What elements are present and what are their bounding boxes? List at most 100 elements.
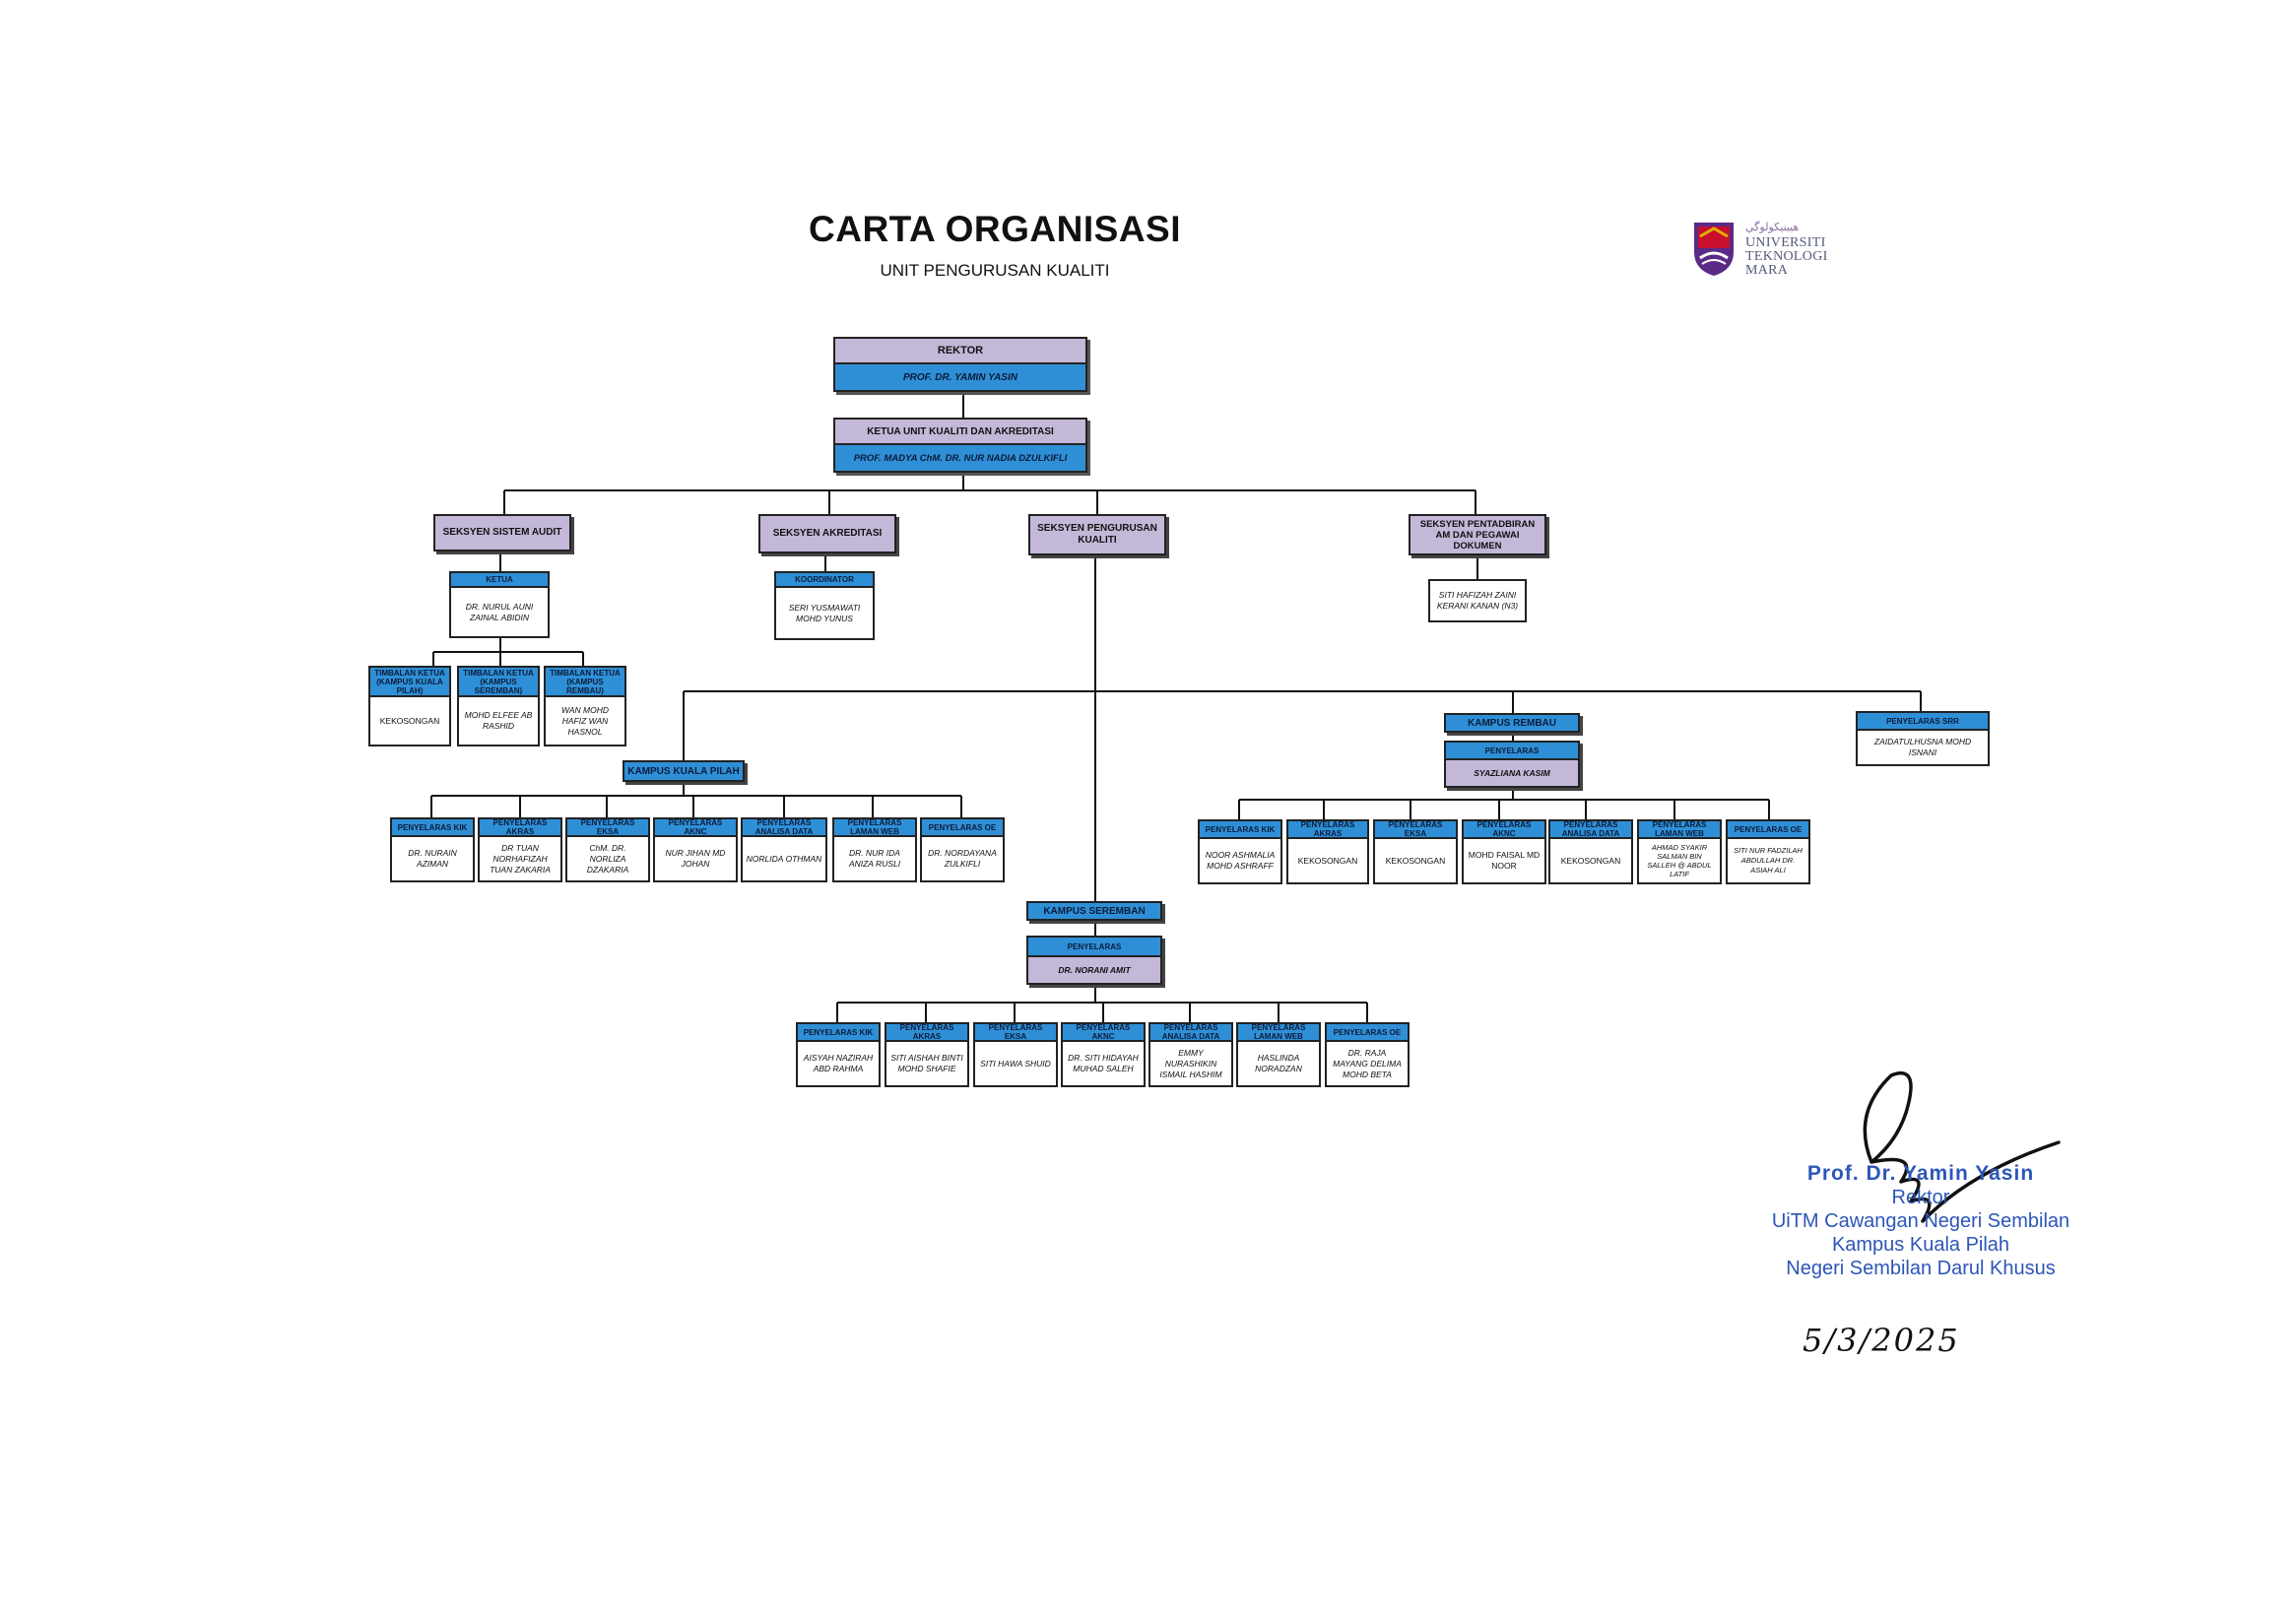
sb-coordinator-analisa-data: PENYELARAS ANALISA DATA EMMY NURASHIKIN …	[1148, 1022, 1233, 1087]
role-header: KOORDINATOR	[776, 573, 873, 588]
role-header: PENYELARAS	[1446, 743, 1578, 760]
person-name: DR. RAJA MAYANG DELIMA MOHD BETA	[1333, 1047, 1402, 1079]
role-header: PENYELARAS AKRAS	[1288, 821, 1367, 839]
campus-rembau: KAMPUS REMBAU	[1444, 713, 1580, 733]
person-name: DR TUAN NORHAFIZAH TUAN ZAKARIA	[490, 842, 551, 875]
logo-line: UNIVERSITI	[1745, 235, 1826, 250]
seremban-penyelaras-box: PENYELARAS DR. NORANI AMIT	[1026, 936, 1162, 985]
role-header: PENYELARAS AKRAS	[480, 819, 560, 837]
sb-coordinator-oe: PENYELARAS OE DR. RAJA MAYANG DELIMA MOH…	[1325, 1022, 1410, 1087]
audit-timbalan-kuala-pilah: TIMBALAN KETUA (KAMPUS KUALA PILAH) KEKO…	[368, 666, 451, 746]
logo-text: UNIVERSITI TEKNOLOGI MARA	[1745, 236, 1828, 278]
role-header: PENYELARAS OE	[1728, 821, 1808, 839]
sb-coordinator-laman-web: PENYELARAS LAMAN WEB HASLINDA NORADZAN	[1236, 1022, 1321, 1087]
kp-coordinator-analisa-data: PENYELARAS ANALISA DATA NORLIDA OTHMAN	[741, 817, 827, 882]
kp-coordinator-oe: PENYELARAS OE DR. NORDAYANA ZULKIFLI	[920, 817, 1005, 882]
role-header: PENYELARAS EKSA	[1375, 821, 1456, 839]
audit-ketua-box: KETUA DR. NURUL AUNI ZAINAL ABIDIN	[449, 571, 550, 638]
person-name: ZAIDATULHUSNA MOHD ISNANI	[1873, 737, 1972, 757]
person-name: SYAZLIANA KASIM	[1446, 760, 1578, 786]
person-name: AHMAD SYAKIR SALMAN BIN SALLEH @ ABDUL L…	[1647, 843, 1712, 878]
sb-coordinator-aknc: PENYELARAS AKNC DR. SITI HIDAYAH MUHAD S…	[1061, 1022, 1146, 1087]
role-header: PENYELARAS LAMAN WEB	[1639, 821, 1720, 839]
signature-block: Prof. Dr. Yamin Yasin Rektor UiTM Cawang…	[1655, 1162, 2187, 1280]
signatory-line: Negeri Sembilan Darul Khusus	[1786, 1258, 2056, 1279]
role-header: PENYELARAS KIK	[1200, 821, 1280, 839]
campus-seremban: KAMPUS SEREMBAN	[1026, 901, 1162, 921]
srr-coordinator-box: PENYELARAS SRR ZAIDATULHUSNA MOHD ISNANI	[1856, 711, 1990, 766]
role-header: PENYELARAS OE	[1327, 1024, 1408, 1042]
signatory-line: UiTM Cawangan Negeri Sembilan	[1771, 1210, 2070, 1232]
person-name: SITI AISHAH BINTI MOHD SHAFIE	[890, 1053, 963, 1073]
person-name: DR. NURAIN AZIMAN	[408, 848, 457, 869]
akreditasi-koordinator-box: KOORDINATOR SERI YUSMAWATI MOHD YUNUS	[774, 571, 875, 640]
person-name: SITI HAWA SHUID	[980, 1058, 1051, 1069]
signature-date: 5/3/2025	[1803, 1322, 1960, 1359]
sb-coordinator-akras: PENYELARAS AKRAS SITI AISHAH BINTI MOHD …	[885, 1022, 969, 1087]
person-name: DR. SITI HIDAYAH MUHAD SALEH	[1068, 1053, 1139, 1073]
person-name: AISYAH NAZIRAH ABD RAHMA	[803, 1053, 874, 1073]
person-name: DR. NORDAYANA ZULKIFLI	[928, 848, 997, 869]
uitm-logo: ﮬﯿﻴﻨﯿﮑﻮﻟﻮﮔﻲ UNIVERSITI TEKNOLOGI MARA	[1690, 217, 1848, 286]
rembau-coordinator-eksa: PENYELARAS EKSA KEKOSONGAN	[1373, 819, 1458, 884]
role-header: PENYELARAS SRR	[1858, 713, 1988, 731]
person-name: NOOR ASHMALIA MOHD ASHRAFF	[1205, 850, 1276, 871]
sb-coordinator-eksa: PENYELARAS EKSA SITI HAWA SHUID	[973, 1022, 1058, 1087]
logo-line: TEKNOLOGI	[1745, 249, 1828, 264]
role-header: PENYELARAS AKRAS	[886, 1024, 967, 1042]
person-name: SITI NUR FADZILAH ABDULLAH DR. ASIAH ALI	[1734, 846, 1803, 875]
section-pentadbiran: SEKSYEN PENTADBIRAN AM DAN PEGAWAI DOKUM…	[1409, 514, 1546, 555]
person-name: EMMY NURASHIKIN ISMAIL HASHIM	[1159, 1047, 1222, 1079]
sb-coordinator-kik: PENYELARAS KIK AISYAH NAZIRAH ABD RAHMA	[796, 1022, 881, 1087]
person-name: NUR JIHAN MD JOHAN	[665, 848, 726, 869]
person-name: MOHD ELFEE AB RASHID	[464, 710, 533, 731]
rembau-coordinator-laman-web: PENYELARAS LAMAN WEB AHMAD SYAKIR SALMAN…	[1637, 819, 1722, 884]
section-audit: SEKSYEN SISTEM AUDIT	[433, 514, 571, 551]
kp-coordinator-akras: PENYELARAS AKRAS DR TUAN NORHAFIZAH TUAN…	[478, 817, 562, 882]
rembau-penyelaras-box: PENYELARAS SYAZLIANA KASIM	[1444, 741, 1580, 788]
person-name: NORLIDA OTHMAN	[746, 853, 822, 864]
logo-line: MARA	[1745, 263, 1789, 278]
role-header: KETUA	[451, 573, 548, 588]
role-header: PENYELARAS KIK	[392, 819, 473, 837]
audit-timbalan-rembau: TIMBALAN KETUA (KAMPUS REMBAU) WAN MOHD …	[544, 666, 626, 746]
campus-kuala-pilah: KAMPUS KUALA PILAH	[623, 760, 745, 782]
handwritten-signature	[1863, 1070, 2061, 1223]
role-header: PENYELARAS EKSA	[567, 819, 648, 837]
rembau-coordinator-analisa-data: PENYELARAS ANALISA DATA KEKOSONGAN	[1548, 819, 1633, 884]
rektor-name: PROF. DR. YAMIN YASIN	[835, 364, 1085, 390]
rektor-box: REKTOR PROF. DR. YAMIN YASIN	[833, 337, 1087, 392]
kp-coordinator-kik: PENYELARAS KIK DR. NURAIN AZIMAN	[390, 817, 475, 882]
section-pengurusan-kualiti: SEKSYEN PENGURUSAN KUALITI	[1028, 514, 1166, 555]
ketua-unit-name: PROF. MADYA ChM. DR. NUR NADIA DZULKIFLI	[835, 445, 1085, 471]
rembau-coordinator-oe: PENYELARAS OE SITI NUR FADZILAH ABDULLAH…	[1726, 819, 1810, 884]
page-title: CARTA ORGANISASI	[809, 209, 1181, 249]
signatory-title: Rektor	[1891, 1187, 1950, 1208]
rembau-coordinator-kik: PENYELARAS KIK NOOR ASHMALIA MOHD ASHRAF…	[1198, 819, 1282, 884]
role-header: PENYELARAS LAMAN WEB	[834, 819, 915, 837]
uitm-seal-icon	[1694, 223, 1734, 276]
signatory-line: Kampus Kuala Pilah	[1831, 1234, 2010, 1256]
role-header: PENYELARAS ANALISA DATA	[1550, 821, 1631, 839]
person-name: KEKOSONGAN	[1297, 855, 1358, 866]
person-name: SITI HAFIZAH ZAINI KERANI KANAN (N3)	[1436, 590, 1519, 611]
rektor-title: REKTOR	[835, 339, 1085, 364]
person-name: WAN MOHD HAFIZ WAN HASNOL	[560, 704, 609, 737]
jawi-script: ﮬﯿﻴﻨﯿﮑﻮﻟﻮﮔﻲ	[1745, 222, 1800, 233]
person-name: KEKOSONGAN	[379, 715, 440, 726]
role-header: PENYELARAS ANALISA DATA	[743, 819, 825, 837]
rembau-coordinator-aknc: PENYELARAS AKNC MOHD FAISAL MD NOOR	[1462, 819, 1546, 884]
role-header: TIMBALAN KETUA (KAMPUS REMBAU)	[546, 668, 624, 697]
kp-coordinator-aknc: PENYELARAS AKNC NUR JIHAN MD JOHAN	[653, 817, 738, 882]
role-header: PENYELARAS AKNC	[1063, 1024, 1144, 1042]
role-header: PENYELARAS EKSA	[975, 1024, 1056, 1042]
role-header: PENYELARAS AKNC	[655, 819, 736, 837]
role-header: TIMBALAN KETUA (KAMPUS SEREMBAN)	[459, 668, 538, 697]
person-name: KEKOSONGAN	[1385, 855, 1446, 866]
section-akreditasi: SEKSYEN AKREDITASI	[758, 514, 896, 553]
ketua-unit-box: KETUA UNIT KUALITI DAN AKREDITASI PROF. …	[833, 418, 1087, 473]
person-name: DR. NORANI AMIT	[1028, 957, 1160, 983]
role-header: PENYELARAS	[1028, 938, 1160, 957]
role-header: PENYELARAS AKNC	[1464, 821, 1544, 839]
